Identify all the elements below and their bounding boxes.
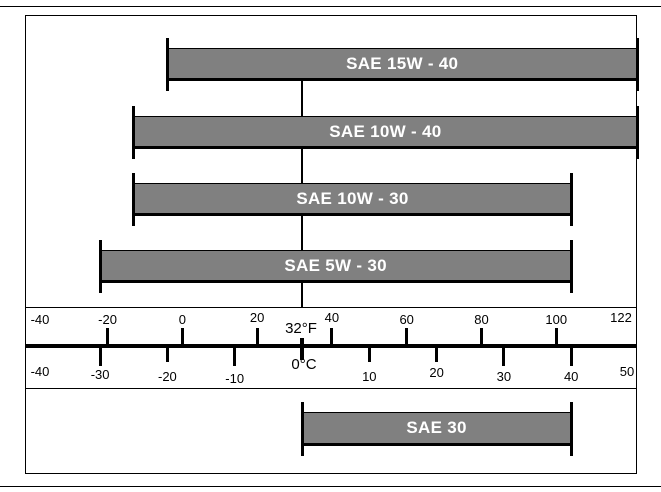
viscosity-bar: SAE 10W - 40 [133, 116, 637, 149]
fahrenheit-tick [554, 328, 558, 345]
fahrenheit-tick [330, 328, 334, 345]
celsius-tick [367, 347, 371, 362]
page-bottom-rule [0, 486, 661, 487]
fahrenheit-tick-label: -40 [30, 312, 50, 327]
bar-start-cap [165, 38, 169, 91]
bar-start-cap [98, 240, 102, 293]
fahrenheit-tick [106, 328, 110, 345]
celsius-tick [435, 347, 439, 362]
celsius-tick [165, 347, 169, 362]
bar-start-cap [132, 173, 136, 226]
celsius-tick-label: -20 [157, 369, 177, 384]
chart-frame [25, 15, 637, 474]
bar-end-cap [569, 173, 573, 226]
celsius-tick [233, 347, 237, 366]
fahrenheit-tick [255, 328, 259, 345]
bar-end-cap [635, 106, 639, 159]
celsius-tick-label: -10 [225, 371, 245, 386]
viscosity-bar: SAE 15W - 40 [167, 48, 637, 81]
fahrenheit-tick-label: 0 [178, 312, 186, 327]
celsius-tick-label: 50 [619, 364, 635, 379]
bar-start-cap [132, 106, 136, 159]
celsius-tick-label: 30 [496, 369, 512, 384]
bar-end-cap [569, 402, 573, 456]
bar-end-cap [635, 38, 639, 91]
celsius-tick-label: -40 [30, 364, 50, 379]
fahrenheit-tick-label: -20 [98, 312, 117, 327]
fahrenheit-tick [180, 328, 184, 345]
fahrenheit-tick-label: 122 [610, 310, 632, 325]
celsius-tick-label: 40 [563, 369, 579, 384]
viscosity-bar: SAE 10W - 30 [133, 183, 572, 216]
zero-tick [300, 338, 304, 360]
reference-f-label: 32°F [285, 320, 317, 337]
fahrenheit-tick-label: 100 [545, 312, 568, 327]
fahrenheit-tick-label: 20 [249, 310, 265, 325]
viscosity-bar: SAE 5W - 30 [100, 250, 572, 283]
bar-start-cap [300, 402, 304, 456]
celsius-tick-label: 20 [429, 365, 444, 380]
celsius-tick-label: 10 [362, 369, 377, 384]
fahrenheit-tick [405, 328, 409, 345]
celsius-tick [98, 347, 102, 366]
fahrenheit-tick-label: 40 [324, 310, 340, 325]
temperature-axis [25, 344, 637, 348]
fahrenheit-tick-label: 60 [399, 312, 414, 327]
viscosity-bar: SAE 30 [302, 412, 572, 446]
celsius-tick [569, 347, 573, 366]
bar-end-cap [569, 240, 573, 293]
celsius-tick [502, 347, 506, 366]
reference-c-label: 0°C [291, 356, 317, 373]
fahrenheit-tick-label: 80 [474, 312, 489, 327]
temperature-scale [25, 307, 637, 389]
celsius-tick-label: -30 [90, 367, 110, 382]
page-top-rule [0, 6, 661, 7]
fahrenheit-tick [479, 328, 483, 345]
